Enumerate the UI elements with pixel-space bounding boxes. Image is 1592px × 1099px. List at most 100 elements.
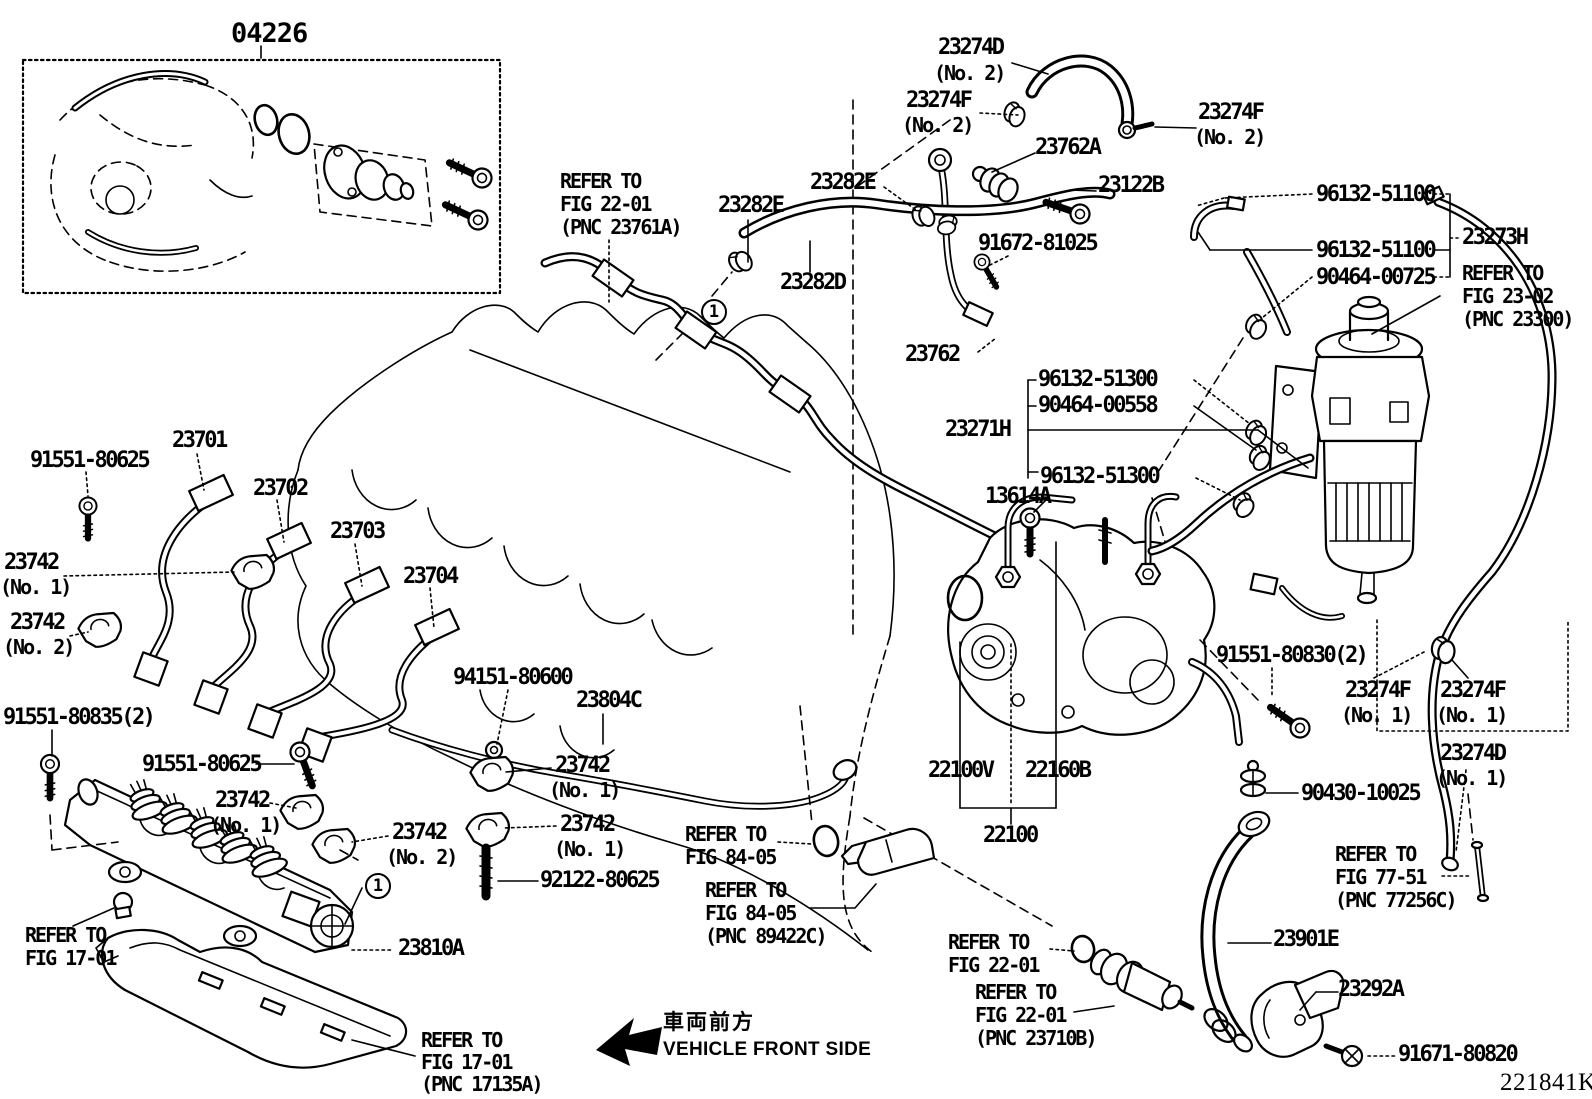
bracket-23292A-drawing: [1250, 969, 1345, 1058]
part-label-pnc23300: (PNC 23300): [1462, 307, 1574, 331]
inset-parts-box: [21, 58, 502, 295]
fasteners-group: [41, 193, 1364, 1068]
part-label-9167180820: 91671-80820: [1398, 1042, 1519, 1067]
injector-23710B-drawing: [1089, 948, 1195, 1012]
part-label-no1: (No. 1): [549, 778, 621, 802]
part-label-23704: 23704: [403, 564, 459, 589]
part-label-no2: (No. 2): [386, 845, 458, 869]
part-label-9415180600: 94151-80600: [453, 665, 574, 690]
fuel-pipe-23804C-drawing: [392, 730, 858, 806]
part-label-pnc89422c: (PNC 89422C): [705, 924, 827, 948]
hoses-group: [724, 61, 1552, 1053]
part-label-9613251100: 96132-51100: [1316, 238, 1437, 263]
part-label-23742: 23742: [555, 753, 611, 778]
part-label-vehiclefrontside: VEHICLE FRONT SIDE: [663, 1039, 872, 1060]
part-label-pnc17135a: (PNC 17135A): [421, 1072, 543, 1096]
fuel-rail-drawing: [63, 773, 355, 954]
o-ring-22-01-drawing: [1070, 934, 1096, 964]
part-label-23273h: 23273H: [1462, 225, 1529, 250]
part-label-22160b: 22160B: [1025, 758, 1092, 783]
callout-marker-1-2: 1: [365, 873, 391, 899]
rail-valve-23810A-drawing: [281, 890, 355, 949]
part-label-pnc23710b: (PNC 23710B): [975, 1026, 1097, 1050]
part-label-fig8405: FIG 84-05: [705, 901, 797, 925]
sensors-group: [812, 824, 1345, 1058]
part-label-referto: REFER TO: [975, 980, 1057, 1004]
part-label-9613251300: 96132-51300: [1040, 464, 1161, 489]
part-label-23762a: 23762A: [1035, 135, 1102, 160]
callout-marker-1-1: 1: [701, 299, 727, 325]
part-label-fig1701: FIG 17-01: [421, 1050, 513, 1074]
part-label-13614a: 13614A: [985, 484, 1052, 509]
part-label-pnc77256c: (PNC 77256C): [1335, 888, 1457, 912]
o-ring-pair-drawing: [253, 103, 311, 156]
part-label-9046400725: 90464-00725: [1316, 265, 1437, 290]
injector-pipes-group: [133, 473, 460, 763]
o-ring-84-05-drawing: [812, 824, 840, 858]
part-label-fig2302: FIG 23-02: [1462, 284, 1554, 308]
part-label-23701: 23701: [172, 428, 228, 453]
part-label-221841k: 221841K: [1500, 1069, 1592, 1096]
part-label-9043010025: 90430-10025: [1301, 781, 1422, 806]
part-label-referto: REFER TO: [421, 1028, 503, 1052]
part-label-23274d: 23274D: [938, 35, 1005, 60]
part-label-23122b: 23122B: [1098, 173, 1165, 198]
part-label-23742: 23742: [215, 788, 271, 813]
part-label-no1: (No. 1): [210, 813, 282, 837]
part-label-fig2201: FIG 22-01: [560, 192, 652, 216]
part-label-9155180625: 91551-80625: [30, 448, 151, 473]
leader-lines: [49, 45, 1569, 1057]
part-label-no2: (No. 2): [934, 61, 1006, 85]
grommet-23762A-drawing: [971, 165, 1019, 203]
part-label-9155180625: 91551-80625: [142, 752, 263, 777]
part-label-23901e: 23901E: [1273, 927, 1340, 952]
part-label-pnc23761a: (PNC 23761A): [560, 215, 682, 239]
part-label-23742: 23742: [560, 812, 616, 837]
part-label-referto: REFER TO: [948, 930, 1030, 954]
part-label-no2: (No. 2): [1194, 125, 1266, 149]
valve-90430-10025-drawing: [1239, 759, 1267, 798]
part-label-22100: 22100: [983, 823, 1039, 848]
stud-92122-80625-drawing: [479, 843, 493, 901]
part-label-no1: (No. 1): [554, 837, 626, 861]
part-label-9046400558: 90464-00558: [1038, 393, 1159, 418]
part-label-fig1701: FIG 17-01: [25, 946, 117, 970]
temp-sensor-89422C-drawing: [840, 827, 936, 876]
part-label-no2: (No. 2): [902, 113, 974, 137]
part-label-23274f: 23274F: [1440, 678, 1507, 703]
part-label-23762: 23762: [905, 342, 961, 367]
part-label-9167281025: 91672-81025: [978, 231, 1099, 256]
screw-91671-80820-drawing: [1323, 1043, 1364, 1068]
heat-shield-drawing: [95, 928, 408, 1069]
part-label-23282e: 23282E: [718, 193, 785, 218]
part-label-referto: REFER TO: [685, 822, 767, 846]
part-label-fig8405: FIG 84-05: [685, 845, 777, 869]
part-label-no1: (No. 1): [1436, 766, 1508, 790]
part-label-23742: 23742: [392, 820, 448, 845]
part-label-9212280625: 92122-80625: [540, 868, 661, 893]
supply-pump-drawing: [946, 496, 1239, 742]
part-label-referto: REFER TO: [1462, 261, 1544, 285]
part-label-23292a: 23292A: [1338, 977, 1405, 1002]
part-label-fig7751: FIG 77-51: [1335, 865, 1427, 889]
part-label-22100v: 22100V: [928, 758, 995, 783]
part-label-referto: REFER TO: [560, 169, 642, 193]
part-label-23271h: 23271H: [945, 417, 1012, 442]
part-label-23810a: 23810A: [398, 936, 465, 961]
suction-control-valve-drawing: [313, 143, 433, 227]
part-label-23703: 23703: [330, 519, 386, 544]
part-label-fig2201: FIG 22-01: [948, 953, 1040, 977]
part-label-23274f: 23274F: [1345, 678, 1412, 703]
part-label-referto: REFER TO: [705, 878, 787, 902]
part-label-23274f: 23274F: [906, 88, 973, 113]
part-label-23274f: 23274F: [1198, 100, 1265, 125]
pump-ghost-drawing: [50, 74, 255, 272]
part-label-fig2201: FIG 22-01: [975, 1003, 1067, 1027]
part-label-9613251100: 96132-51100: [1316, 182, 1437, 207]
part-label-23282e: 23282E: [810, 170, 877, 195]
part-label-no1: (No. 1): [1436, 703, 1508, 727]
part-label-no1: (No. 1): [0, 575, 72, 599]
